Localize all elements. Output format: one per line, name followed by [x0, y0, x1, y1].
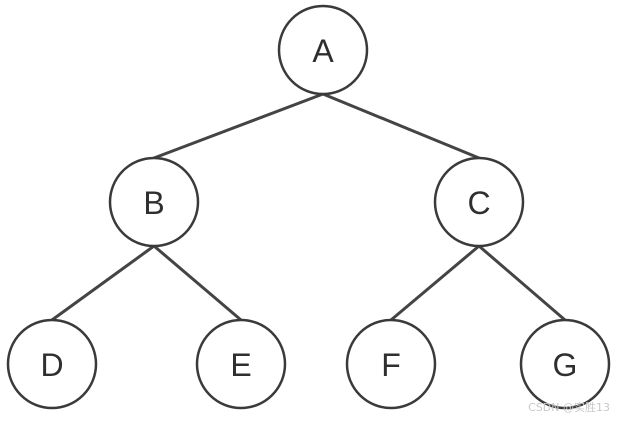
tree-node-a: A	[277, 4, 369, 96]
node-circle	[519, 318, 611, 410]
node-label: B	[143, 185, 164, 221]
tree-node-c: C	[433, 156, 525, 248]
tree-node-f: F	[345, 318, 437, 410]
edge-c-f	[389, 244, 481, 322]
node-label: D	[40, 347, 63, 383]
edge-c-g	[477, 244, 567, 322]
tree-node-b: B	[108, 156, 200, 248]
node-circle	[277, 4, 369, 96]
node-label: E	[230, 347, 251, 383]
edge-a-b	[152, 92, 325, 160]
node-label: A	[312, 33, 334, 69]
tree-nodes: A B C D E F G	[6, 4, 611, 410]
watermark-text: CSDN @实胜13	[528, 401, 610, 414]
edge-b-e	[152, 244, 243, 322]
node-label: F	[381, 347, 401, 383]
node-label: C	[467, 185, 490, 221]
node-circle	[108, 156, 200, 248]
node-circle	[195, 318, 287, 410]
tree-node-g: G	[519, 318, 611, 410]
tree-node-e: E	[195, 318, 287, 410]
tree-edges	[50, 92, 567, 322]
node-label: G	[553, 347, 578, 383]
node-circle	[345, 318, 437, 410]
tree-node-d: D	[6, 318, 98, 410]
edge-a-c	[321, 92, 481, 160]
edge-b-d	[50, 244, 156, 322]
node-circle	[6, 318, 98, 410]
node-circle	[433, 156, 525, 248]
